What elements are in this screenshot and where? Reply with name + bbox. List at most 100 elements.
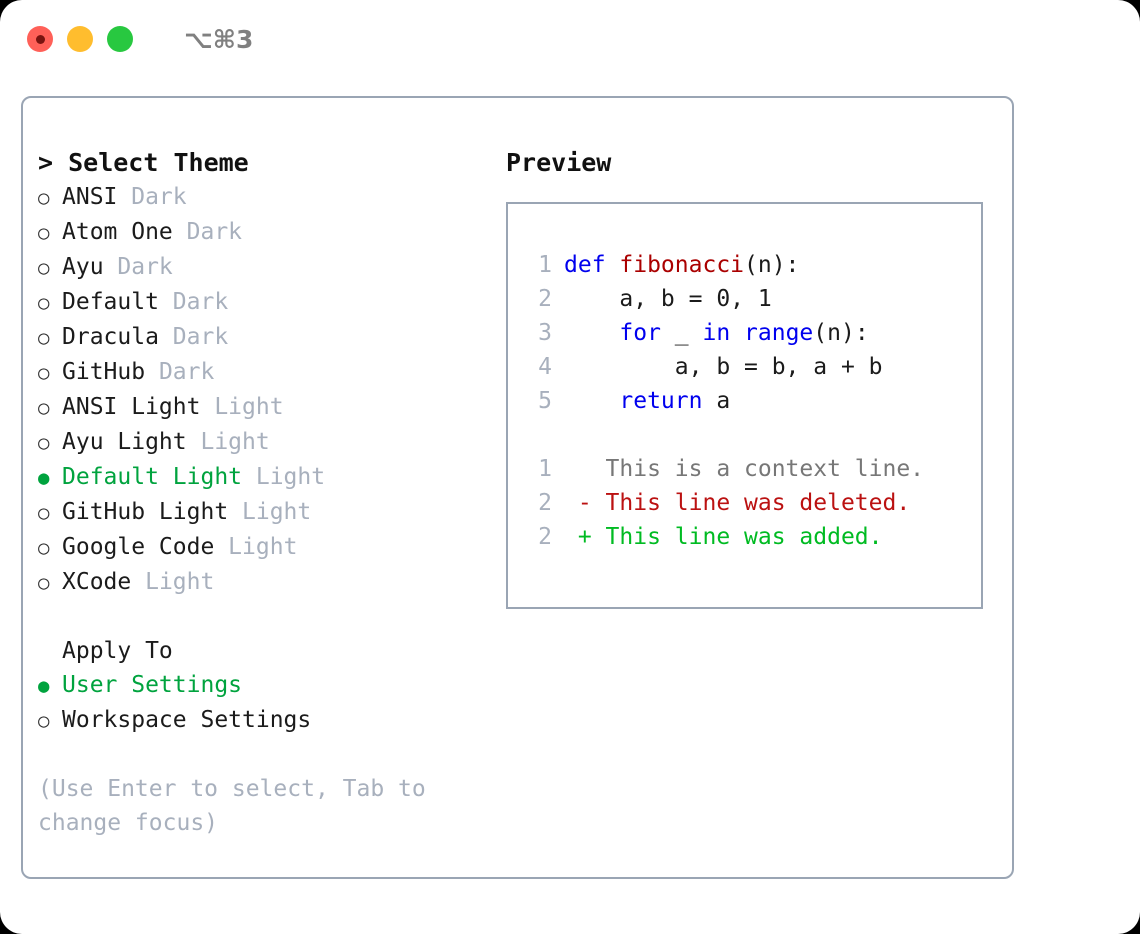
code-line-text: def fibonacci(n):	[564, 248, 799, 282]
radio-unselected-icon: ○	[38, 327, 50, 349]
theme-picker-header: > Select Theme	[38, 148, 249, 177]
code-token-plain	[730, 320, 744, 346]
diff-line: 2 + This line was added.	[526, 520, 981, 554]
code-line-text: return a	[564, 384, 730, 418]
theme-option-label: Ayu Light	[62, 429, 187, 455]
theme-option-label: Dracula	[62, 324, 159, 350]
code-token-plain: a, b = b, a + b	[564, 354, 883, 380]
theme-option-label: Ayu	[62, 254, 104, 280]
apply-to-option-workspace-settings[interactable]: ○ Workspace Settings	[38, 703, 491, 738]
theme-variant-badge: Dark	[158, 324, 229, 350]
radio-unselected-icon: ○	[38, 292, 50, 314]
main-panel: > Select Theme ○ANSI Dark○Atom One Dark○…	[21, 96, 1014, 879]
radio-selected-icon: ●	[38, 675, 50, 697]
diff-spacer	[526, 418, 981, 452]
theme-option-label: Google Code	[62, 534, 215, 560]
maximize-window-button[interactable]	[107, 26, 133, 52]
code-line: 2 a, b = 0, 1	[526, 282, 981, 316]
diff-line-text: - This line was deleted.	[564, 490, 911, 516]
code-token-fn: fibonacci	[619, 252, 745, 278]
radio-unselected-icon: ○	[38, 432, 50, 454]
theme-variant-badge: Light	[200, 394, 284, 420]
code-line-text: a, b = 0, 1	[564, 282, 772, 316]
preview-title: Preview	[506, 148, 612, 177]
code-token-plain: (n):	[813, 320, 869, 346]
theme-variant-badge: Light	[228, 499, 312, 525]
theme-variant-badge: Dark	[172, 219, 243, 245]
code-line-text: for _ in range(n):	[564, 316, 869, 350]
diff-line-text: + This line was added.	[564, 524, 883, 550]
theme-variant-badge: Dark	[145, 359, 215, 385]
theme-option-label: ANSI	[62, 184, 118, 210]
theme-option-label: ANSI Light	[62, 394, 201, 420]
line-number: 3	[538, 320, 552, 346]
theme-option-default[interactable]: ○ Default Dark	[38, 285, 491, 320]
theme-option-label: Atom One	[62, 219, 173, 245]
keyboard-shortcut-label: ⌥⌘3	[184, 24, 254, 54]
apply-to-header: Apply To	[62, 638, 173, 664]
code-token-plain	[564, 388, 619, 414]
code-token-plain	[564, 320, 619, 346]
theme-option-ayu-light[interactable]: ○Ayu Light Light	[38, 425, 491, 460]
theme-variant-badge: Light	[242, 464, 326, 490]
window-titlebar: ⌥⌘3	[0, 0, 1140, 78]
radio-unselected-icon: ○	[38, 572, 50, 594]
theme-option-label: GitHub Light	[62, 499, 229, 525]
theme-option-ansi[interactable]: ○ANSI Dark	[38, 180, 491, 215]
section-spacer	[38, 600, 491, 634]
code-token-plain: (n):	[744, 252, 800, 278]
radio-selected-icon: ●	[38, 467, 50, 489]
theme-option-label: Default Light	[62, 464, 243, 490]
theme-option-default-light[interactable]: ● Default Light Light	[38, 460, 491, 495]
code-token-kw: in	[702, 320, 731, 346]
radio-unselected-icon: ○	[38, 710, 50, 732]
theme-option-ansi-light[interactable]: ○ ANSI Light Light	[38, 390, 491, 425]
theme-variant-badge: Light	[131, 569, 215, 595]
radio-unselected-icon: ○	[38, 362, 50, 384]
code-token-plain: a, b = 0, 1	[564, 286, 772, 312]
radio-unselected-icon: ○	[38, 537, 50, 559]
theme-option-xcode[interactable]: ○ XCode Light	[38, 565, 491, 600]
minimize-window-button[interactable]	[67, 26, 93, 52]
theme-option-github[interactable]: ○ GitHub Dark	[38, 355, 491, 390]
diff-line-text: This is a context line.	[564, 456, 925, 482]
theme-option-label: GitHub	[62, 359, 146, 385]
radio-unselected-icon: ○	[38, 502, 50, 524]
theme-option-ayu[interactable]: ○Ayu Dark	[38, 250, 491, 285]
code-token-kw: def	[564, 252, 620, 278]
theme-option-atom-one[interactable]: ○Atom One Dark	[38, 215, 491, 250]
diff-line-number: 2	[538, 524, 552, 550]
apply-to-option-user-settings[interactable]: ● User Settings	[38, 668, 491, 703]
apply-to-option-label: User Settings	[62, 672, 243, 698]
diff-line: 1 This is a context line.	[526, 452, 981, 486]
theme-variant-badge: Dark	[158, 289, 229, 315]
keyboard-hint-text: (Use Enter to select, Tab to change focu…	[38, 776, 440, 836]
diff-line: 2 - This line was deleted.	[526, 486, 981, 520]
diff-line-number: 1	[538, 456, 552, 482]
theme-picker-column: > Select Theme ○ANSI Dark○Atom One Dark○…	[23, 98, 491, 877]
theme-variant-badge: Dark	[103, 254, 173, 280]
apply-to-list: ● User Settings ○ Workspace Settings	[38, 668, 491, 738]
line-number: 4	[538, 354, 552, 380]
code-line: 3 for _ in range(n):	[526, 316, 981, 350]
code-token-kw: return	[619, 388, 703, 414]
line-number: 1	[538, 252, 552, 278]
theme-variant-badge: Dark	[117, 184, 187, 210]
theme-option-dracula[interactable]: ○ Dracula Dark	[38, 320, 491, 355]
code-token-plain: a	[702, 388, 731, 414]
close-window-button[interactable]	[27, 26, 53, 52]
apply-to-option-label: Workspace Settings	[62, 707, 312, 733]
theme-variant-badge: Light	[214, 534, 298, 560]
diff-preview-block: 1 This is a context line.2 - This line w…	[526, 452, 981, 554]
theme-option-github-light[interactable]: ○ GitHub Light Light	[38, 495, 491, 530]
theme-option-label: XCode	[62, 569, 132, 595]
theme-option-google-code[interactable]: ○ Google Code Light	[38, 530, 491, 565]
radio-unselected-icon: ○	[38, 397, 50, 419]
theme-option-label: Default	[62, 289, 159, 315]
line-number: 2	[538, 286, 552, 312]
code-line: 4 a, b = b, a + b	[526, 350, 981, 384]
